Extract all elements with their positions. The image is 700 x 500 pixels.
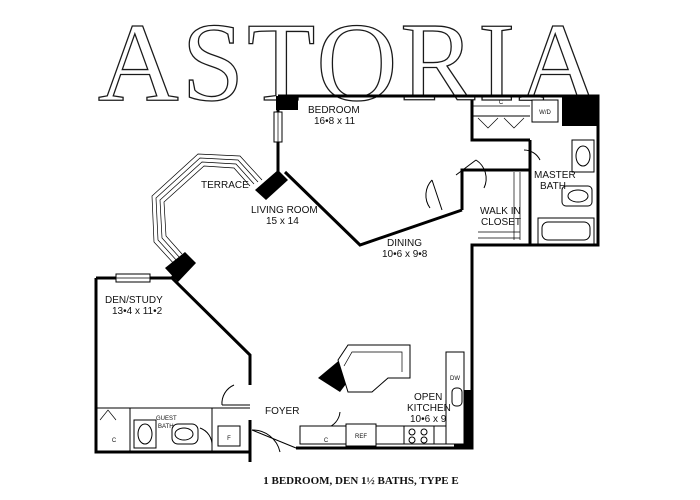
dining-size: 10•6 x 9•8 — [382, 249, 428, 260]
closet-label: C — [499, 100, 504, 106]
walk-in-closet-shelves — [478, 172, 521, 240]
den-closet-label: C — [112, 438, 117, 444]
dishwasher-label: DW — [450, 376, 460, 382]
plan-caption: 1 BEDROOM, DEN 1½ BATHS, TYPE E — [263, 475, 458, 487]
bedroom-name: BEDROOM — [308, 105, 360, 116]
kitchen-size: 10•6 x 9 — [410, 414, 447, 425]
walk-in-closet-name: WALK IN — [480, 206, 521, 217]
exterior-walls — [94, 94, 600, 462]
terrace-name: TERRACE — [201, 180, 249, 191]
kitchen-fixtures: DW REF C — [299, 344, 465, 447]
guest-bath-fixtures: C F — [96, 407, 250, 452]
master-bath-name: MASTER — [534, 170, 576, 181]
kitchen-name: OPEN — [414, 392, 442, 403]
den-name: DEN/STUDY — [105, 295, 163, 306]
foyer-closet-label: C — [324, 438, 329, 444]
structural-columns — [165, 96, 598, 448]
windows — [115, 111, 283, 283]
guest-bath-name: GUEST — [156, 416, 177, 422]
room-labels: BEDROOM 16•8 x 11 MASTER BATH WALK IN CL… — [105, 105, 576, 430]
refrigerator-label: REF — [355, 434, 367, 440]
master-bath-fixtures — [537, 139, 595, 245]
washer-dryer-label: W/D — [539, 110, 551, 116]
master-bath-name2: BATH — [540, 181, 566, 192]
bedroom-size: 16•8 x 11 — [314, 116, 356, 127]
bedroom-closet-area: C W/D — [472, 99, 559, 129]
furnace-label: F — [227, 436, 231, 442]
kitchen-name2: KITCHEN — [407, 403, 451, 414]
doors — [199, 149, 541, 453]
brand-title: ASTORIA — [98, 1, 602, 125]
dining-name: DINING — [387, 238, 422, 249]
living-room-size: 15 x 14 — [266, 216, 299, 227]
den-size: 13•4 x 11•2 — [112, 306, 163, 317]
walk-in-closet-name2: CLOSET — [481, 217, 521, 228]
guest-bath-name2: BATH — [158, 424, 174, 430]
foyer-name: FOYER — [265, 406, 299, 417]
living-room-name: LIVING ROOM — [251, 205, 318, 216]
terrace-outline — [151, 153, 263, 267]
